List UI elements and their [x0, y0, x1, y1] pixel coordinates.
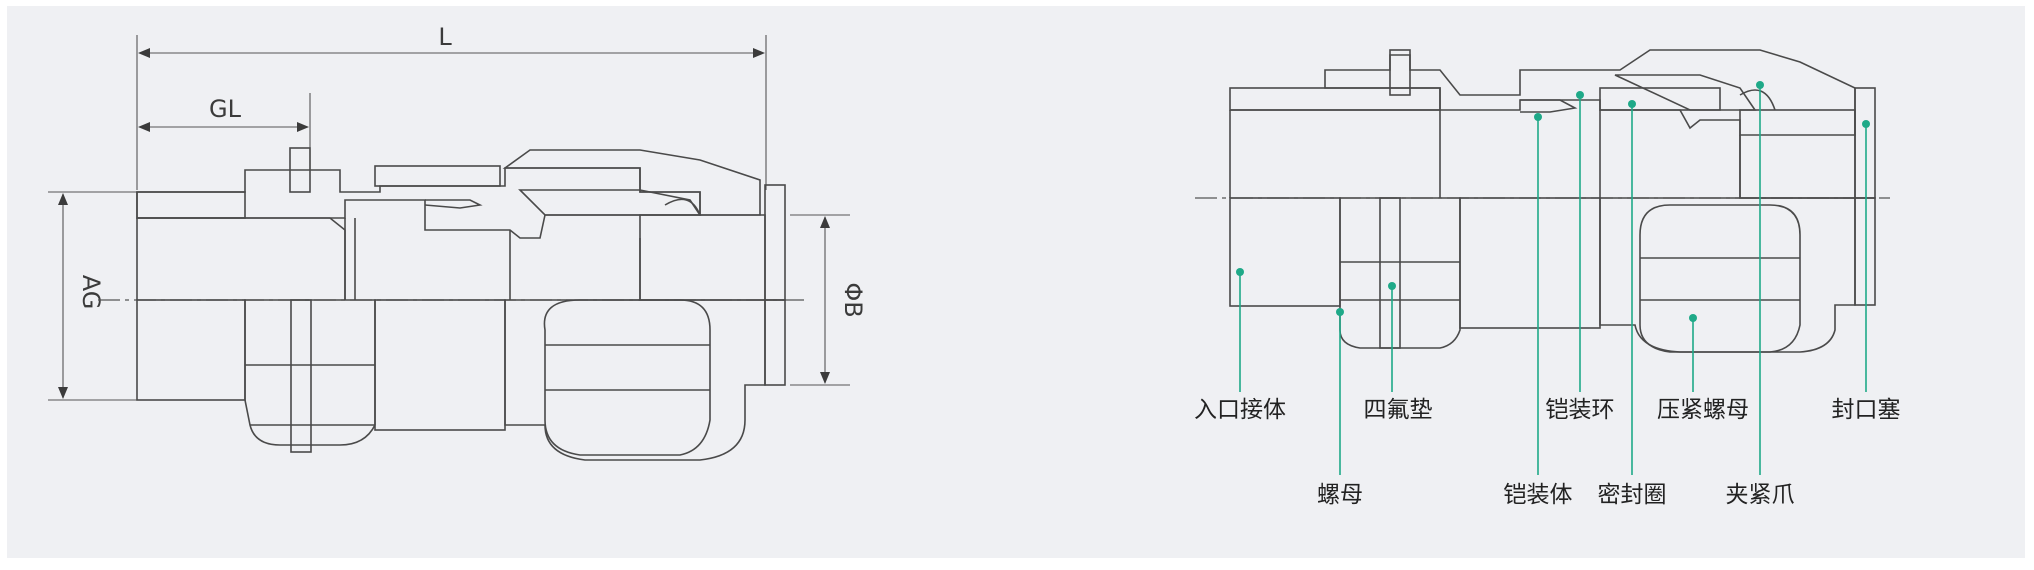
leaders — [1236, 81, 1870, 475]
label-ptfe-gasket: 四氟垫 — [1364, 397, 1433, 423]
label-clamp-claw: 夹紧爪 — [1726, 482, 1795, 508]
right-section-upper — [1229, 49, 1876, 199]
left-external-lower — [136, 299, 786, 461]
right-view: 入口接体 螺母 四氟垫 铠装体 铠装环 密封圈 压紧螺母 夹紧爪 封口塞 — [1194, 49, 1901, 508]
dim-thread-size: AG — [77, 275, 105, 310]
label-compression-nut: 压紧螺母 — [1657, 397, 1749, 423]
dim-thread-length: GL — [209, 95, 242, 123]
left-view: L GL AG ΦB — [48, 23, 867, 461]
label-nut: 螺母 — [1317, 482, 1363, 508]
label-armor-ring: 铠装环 — [1546, 397, 1615, 423]
label-inlet-body: 入口接体 — [1194, 397, 1286, 423]
left-section-upper — [136, 147, 786, 301]
label-seal-ring: 密封圈 — [1598, 482, 1667, 508]
drawing-panel — [7, 6, 2025, 558]
label-blanking-plug: 封口塞 — [1832, 397, 1901, 423]
right-external-lower — [1229, 197, 1876, 353]
label-armor-body: 铠装体 — [1504, 482, 1573, 508]
dim-cable-diameter: ΦB — [839, 282, 867, 317]
dim-length: L — [438, 23, 452, 51]
